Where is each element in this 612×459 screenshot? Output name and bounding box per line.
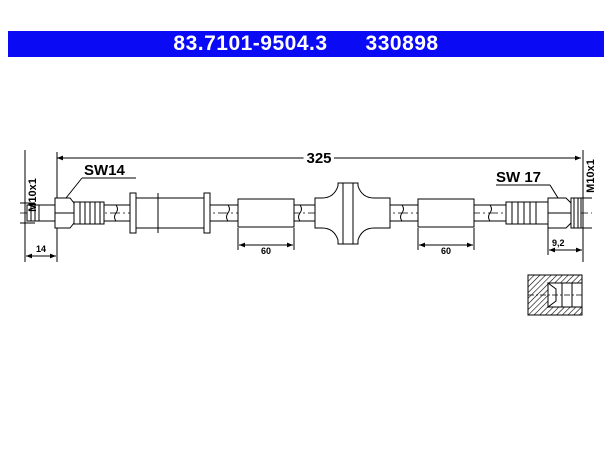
hose-break-1 — [114, 204, 118, 222]
left-crimp-ferrule — [73, 201, 105, 225]
hose-break-2 — [226, 204, 230, 222]
reference-number: 330898 — [365, 32, 439, 55]
hose-break-5 — [488, 204, 492, 222]
left-thread-label: M10x1 — [27, 178, 39, 212]
sleeve-right-label: 60 — [441, 246, 451, 256]
right-fitting-label: 9,2 — [552, 238, 565, 248]
part-number: 83.7101-9504.3 — [173, 32, 328, 55]
port-section-detail — [527, 274, 583, 316]
right-wrench-label: SW 17 — [496, 169, 541, 186]
protective-sleeve-left — [237, 198, 295, 228]
left-collar-1 — [129, 192, 137, 234]
protective-sleeve-right — [417, 198, 475, 228]
hose-break-4 — [400, 204, 404, 222]
left-collar-2 — [203, 192, 211, 234]
left-sleeve — [135, 197, 205, 229]
left-wrench-label: SW14 — [84, 162, 126, 179]
sleeve-left-label: 60 — [261, 246, 271, 256]
overall-length-label: 325 — [306, 150, 331, 167]
left-fitting-label: 14 — [36, 244, 46, 254]
hose-break-3 — [298, 204, 302, 222]
right-thread-label: M10x1 — [585, 159, 597, 193]
sw17-leader — [549, 184, 559, 199]
sw14-leader — [65, 177, 83, 199]
title-bar: 83.7101-9504.3 330898 — [8, 31, 604, 57]
right-thread-port — [570, 197, 582, 229]
